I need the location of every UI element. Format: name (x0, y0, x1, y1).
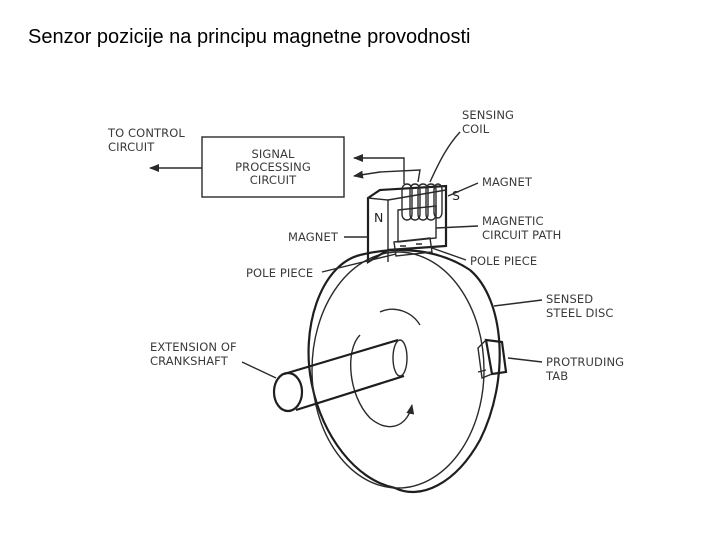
svg-text:CIRCUIT: CIRCUIT (108, 140, 155, 154)
label-sensing-coil: SENSING COIL (429, 108, 514, 183)
sensor-assembly: N S (366, 183, 460, 264)
signal-processing-line-1: SIGNAL (251, 147, 295, 161)
label-pole-piece-right: POLE PIECE (431, 247, 537, 268)
coil-wires (353, 154, 421, 184)
svg-text:STEEL DISC: STEEL DISC (546, 306, 614, 320)
svg-text:MAGNET: MAGNET (288, 230, 339, 244)
svg-text:CIRCUIT PATH: CIRCUIT PATH (482, 228, 561, 242)
page-title: Senzor pozicije na principu magnetne pro… (28, 26, 471, 48)
crankshaft-extension (272, 338, 408, 413)
pole-s-label: S (452, 188, 460, 203)
label-magnet-left: MAGNET (288, 230, 368, 244)
svg-text:EXTENSION OF: EXTENSION OF (150, 340, 237, 354)
label-magnet-top: MAGNET (447, 175, 533, 197)
label-magnetic-circuit-path: MAGNETIC CIRCUIT PATH (435, 214, 561, 242)
protruding-tab (477, 338, 508, 379)
svg-text:POLE PIECE: POLE PIECE (470, 254, 537, 268)
label-sensed-steel-disc: SENSED STEEL DISC (493, 292, 614, 320)
label-protruding-tab: PROTRUDING TAB (507, 355, 624, 383)
svg-text:MAGNETIC: MAGNETIC (482, 214, 544, 228)
svg-text:PROTRUDING: PROTRUDING (546, 355, 624, 369)
label-pole-piece-left: POLE PIECE (246, 253, 397, 280)
signal-processing-line-2: PROCESSING (235, 160, 311, 174)
svg-text:POLE PIECE: POLE PIECE (246, 266, 313, 280)
label-to-control-circuit: TO CONTROL CIRCUIT (107, 126, 185, 154)
signal-processing-circuit: SIGNAL PROCESSING CIRCUIT (201, 136, 345, 198)
svg-text:SENSED: SENSED (546, 292, 593, 306)
label-extension-of-crankshaft: EXTENSION OF CRANKSHAFT (150, 340, 277, 379)
signal-processing-line-3: CIRCUIT (250, 173, 297, 187)
svg-text:TAB: TAB (545, 369, 568, 383)
svg-text:COIL: COIL (462, 122, 490, 136)
sensing-coil (401, 183, 443, 221)
svg-text:SENSING: SENSING (462, 108, 514, 122)
svg-text:CRANKSHAFT: CRANKSHAFT (150, 354, 229, 368)
svg-text:TO CONTROL: TO CONTROL (107, 126, 185, 140)
svg-text:MAGNET: MAGNET (482, 175, 533, 189)
pole-n-label: N (374, 210, 383, 225)
